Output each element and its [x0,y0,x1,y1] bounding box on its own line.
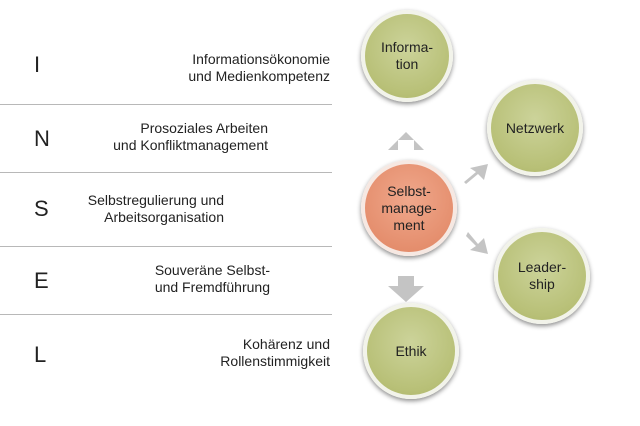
row-letter: I [34,52,41,77]
divider [0,246,332,247]
node-ethik: Ethik [363,303,459,399]
row-e: E Souveräne Selbst- und Fremdführung [0,250,332,310]
row-description: Prosoziales Arbeiten und Konfliktmanagem… [113,120,268,153]
divider [0,172,332,173]
divider [0,314,332,315]
row-letter: L [34,342,47,367]
arrow-upper-right [464,164,488,184]
row-description: Informationsökonomie und Medienkompetenz [188,51,330,84]
row-description: Kohärenz und Rollenstimmigkeit [220,336,330,369]
row-description: Souveräne Selbst- und Fremdführung [154,262,270,295]
node-leadership: Leader- ship [494,228,590,324]
row-s: S Selbstregulierung und Arbeitsorganisat… [0,178,332,238]
divider [0,104,332,105]
arrow-up [388,132,424,150]
row-i: I Informationsökonomie und Medienkompete… [0,38,332,98]
arrow-lower-right [466,232,488,254]
row-l: L Kohärenz und Rollenstimmigkeit [0,322,332,382]
row-n: N Prosoziales Arbeiten und Konfliktmanag… [0,108,332,168]
row-letter: N [34,126,50,151]
row-letter: E [34,268,49,293]
row-description: Selbstregulierung und Arbeitsorganisatio… [87,192,224,225]
node-selbstmanagement: Selbst- manage- ment [361,160,457,256]
node-netzwerk: Netzwerk [487,80,583,176]
node-information: Informa- tion [361,10,453,102]
row-letter: S [34,196,49,221]
arrow-down [388,276,424,302]
